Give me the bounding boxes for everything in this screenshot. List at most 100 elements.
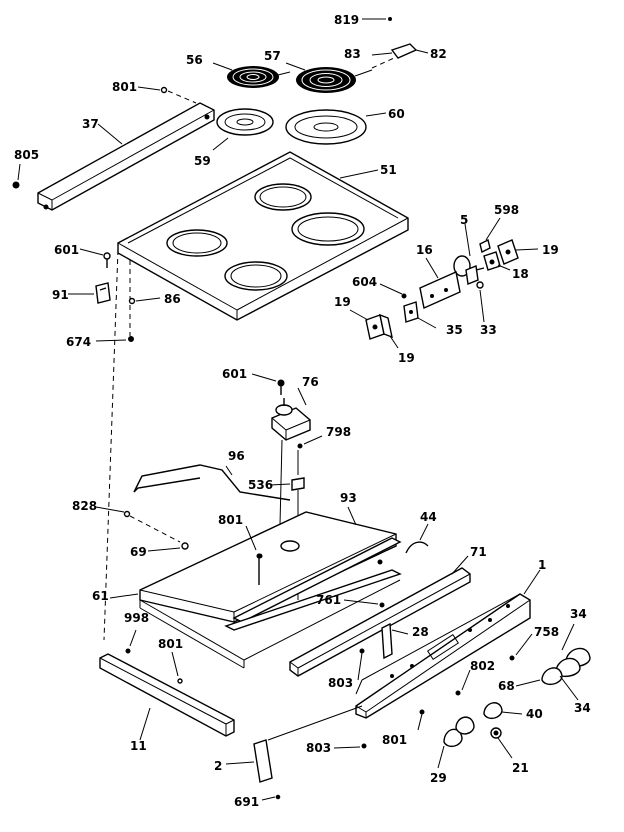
label-802: 802: [470, 659, 495, 673]
screw-761: [379, 602, 385, 608]
label-19: 19: [542, 243, 559, 257]
label-828: 828: [72, 499, 97, 513]
part-691: [275, 794, 281, 800]
infinite-switch-76: [271, 398, 311, 441]
part-21: [490, 727, 502, 739]
label-69: 69: [130, 545, 147, 559]
label-11: 11: [130, 739, 147, 753]
label-40: 40: [526, 707, 543, 721]
bracket-16: [419, 271, 461, 309]
label-16: 16: [416, 243, 433, 257]
surface-unit-56: [227, 66, 291, 88]
label-601b: 601: [222, 367, 247, 381]
knob-34-upper: [555, 647, 591, 678]
label-801b: 801: [218, 513, 243, 527]
label-35: 35: [446, 323, 463, 337]
part-819: [362, 17, 392, 21]
label-83: 83: [344, 47, 361, 61]
bracket-91: [95, 282, 111, 304]
strip-93: [232, 537, 402, 623]
label-19c: 19: [398, 351, 415, 365]
label-29: 29: [430, 771, 447, 785]
screw-801-right: [419, 709, 425, 715]
knob-29: [443, 716, 475, 748]
label-51: 51: [380, 163, 397, 177]
label-998: 998: [124, 611, 149, 625]
label-60: 60: [388, 107, 405, 121]
screw-604: [401, 293, 407, 299]
label-604: 604: [352, 275, 377, 289]
screw-801-top: [160, 86, 168, 94]
label-28: 28: [412, 625, 429, 639]
label-805: 805: [14, 148, 39, 162]
wire-harness-96: [133, 464, 291, 501]
label-82: 82: [430, 47, 447, 61]
label-691: 691: [234, 795, 259, 809]
label-758: 758: [534, 625, 559, 639]
switch-35: [403, 301, 419, 323]
label-803: 803: [328, 676, 353, 690]
label-601: 601: [54, 243, 79, 257]
trim-11: [99, 653, 235, 737]
label-801d: 801: [382, 733, 407, 747]
part-69: [181, 542, 189, 550]
label-536: 536: [248, 478, 273, 492]
receptacle-82: [371, 43, 429, 69]
label-44: 44: [420, 510, 437, 524]
part-2: [253, 739, 273, 783]
screw-758: [509, 655, 515, 661]
screw-803-upper: [359, 648, 365, 654]
label-68: 68: [498, 679, 515, 693]
switch-19-left: [365, 313, 393, 340]
screw-803-lower: [361, 743, 367, 749]
screw-801-panel: [256, 553, 262, 585]
trim-71: [289, 567, 471, 677]
label-96: 96: [228, 449, 245, 463]
label-18: 18: [512, 267, 529, 281]
surface-unit-57: [296, 67, 373, 93]
screw-802: [455, 690, 461, 696]
part-536: [291, 477, 305, 491]
label-798: 798: [326, 425, 351, 439]
switch-assembly-right: [453, 238, 519, 289]
label-56: 56: [186, 53, 203, 67]
label-1: 1: [538, 558, 546, 572]
label-34b: 34: [574, 701, 591, 715]
label-21: 21: [512, 761, 529, 775]
label-5: 5: [460, 213, 468, 227]
screw-601-left: [103, 252, 111, 268]
label-801: 801: [112, 80, 137, 94]
knob-40: [483, 702, 503, 720]
screw-674: [128, 336, 134, 342]
rear-trim-37: [37, 102, 215, 211]
label-598: 598: [494, 203, 519, 217]
screw-601-center: [277, 379, 285, 395]
label-19b: 19: [334, 295, 351, 309]
part-828: [123, 510, 131, 518]
callout-labels: 819 56 57 83 82 801 60 37 59 805 51 598 …: [14, 13, 591, 809]
label-801c: 801: [158, 637, 183, 651]
label-34: 34: [570, 607, 587, 621]
label-803b: 803: [306, 741, 331, 755]
label-93: 93: [340, 491, 357, 505]
label-819: 819: [334, 13, 359, 27]
frame-guide-left: [103, 249, 119, 641]
knob-68: [541, 667, 563, 686]
drip-pan-60: [285, 109, 367, 145]
clip-28: [381, 622, 393, 660]
control-panel-backguard-1: [355, 593, 531, 719]
screw-798: [297, 443, 303, 449]
label-76: 76: [302, 375, 319, 389]
label-71: 71: [470, 545, 487, 559]
clip-86: [128, 297, 136, 305]
label-37: 37: [82, 117, 99, 131]
label-61: 61: [92, 589, 109, 603]
label-2: 2: [214, 759, 222, 773]
label-59: 59: [194, 154, 211, 168]
label-33: 33: [480, 323, 497, 337]
label-674: 674: [66, 335, 91, 349]
screw-801-lower: [177, 678, 183, 684]
clip-44: [405, 541, 429, 554]
screw-805: [12, 181, 20, 189]
